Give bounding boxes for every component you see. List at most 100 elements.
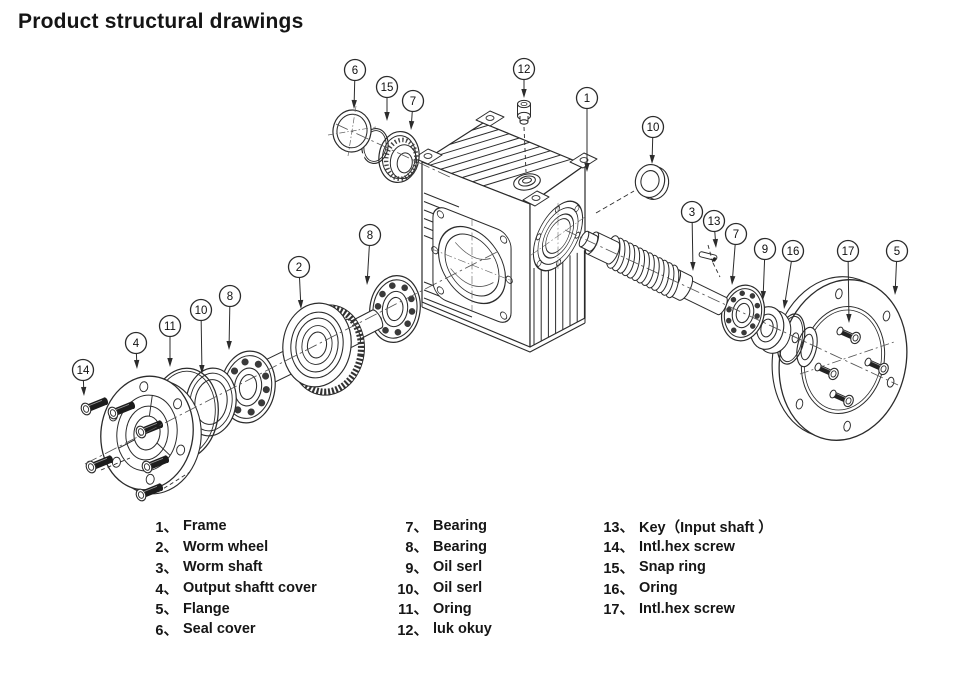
legend-item: 9、 Oil serl (394, 557, 492, 578)
legend-item-number: 12、 (397, 622, 428, 639)
legend-item-name: Oring (639, 580, 678, 597)
legend-item: 10、 Oil serl (394, 578, 492, 599)
callout-number: 17 (842, 246, 855, 258)
legend-item-name: Worm wheel (183, 538, 269, 555)
callout-number: 9 (762, 244, 768, 256)
callout-balloon (512, 57, 536, 81)
callout-balloon (124, 331, 148, 355)
legend-item: 16、 Oring (600, 578, 773, 599)
callout-worm-shaft: 3 (680, 200, 704, 271)
callout-number: 14 (77, 365, 90, 377)
legend-item: 2、 Worm wheel (144, 537, 317, 558)
legend-item-number: 8、 (405, 540, 428, 557)
legend-item: 6、Seal cover (144, 619, 317, 640)
callout-oil-seal-10-top: 10 (641, 115, 665, 164)
legend-item-number: 16、 (603, 581, 634, 598)
legend-item: 4、 Output shaftt cover (144, 578, 317, 599)
part-hex-screw-17 (836, 326, 861, 345)
legend-item-name: Seal cover (183, 621, 256, 638)
legend-item-name: Oring (433, 600, 472, 617)
callout-number: 5 (894, 246, 900, 258)
part-hex-screw-14 (135, 420, 164, 439)
part-hex-screw-14 (80, 397, 109, 416)
callout-key-13: 13 (702, 209, 726, 248)
legend-item-name: Oil serl (433, 559, 483, 576)
legend-item-number: 9、 (405, 560, 428, 577)
part-flange (771, 276, 908, 441)
callout-snap-ring-15: 15 (375, 75, 399, 121)
group-input-top (327, 105, 420, 184)
callout-balloon (218, 284, 242, 308)
callout-number: 2 (296, 262, 302, 274)
legend-item-name: Frame (183, 518, 227, 535)
part-worm-wheel (282, 302, 365, 396)
part-oil-plug-12 (516, 99, 532, 125)
legend-item: 1、Frame (144, 516, 317, 537)
callout-number: 15 (381, 82, 394, 94)
legend-item: 7、 Bearing (394, 516, 492, 537)
callout-balloon (158, 314, 182, 338)
legend-item: 17、Intl.hex screw (600, 598, 773, 619)
callout-oring-16: 16 (781, 239, 805, 309)
callout-balloon (702, 209, 726, 233)
legend-item-name: Intl.hex screw (639, 538, 735, 555)
legend-column-2: 7、 Bearing 8、 Bearing 9、 Oil serl 10、 Oil se… (394, 516, 492, 640)
callout-hex-screw-14: 14 (71, 358, 95, 396)
part-oil-seal-10-top (634, 164, 670, 201)
callout-number: 8 (227, 291, 233, 303)
legend-item: 13、Key（Input shaft ） (600, 516, 773, 537)
page-title: Product structural drawings (18, 10, 304, 33)
callout-number: 16 (787, 246, 800, 258)
callout-oring-11: 11 (158, 314, 182, 367)
callout-number: 1 (584, 93, 590, 105)
legend-item-name: Snap ring (639, 559, 706, 576)
legend-item-name: Key（Input shaft ） (639, 519, 773, 536)
callout-balloon (71, 358, 95, 382)
legend-item: 11、Oring (394, 598, 492, 619)
legend-item-number: 5、 (155, 602, 178, 619)
callout-number: 6 (352, 65, 358, 77)
legend-column-1: 1、Frame 2、 Worm wheel 3、Worm shaft 4、 Outp… (144, 516, 317, 640)
callout-balloon (753, 237, 777, 261)
callout-balloon (575, 86, 599, 110)
part-hex-screw-14 (141, 455, 170, 474)
callout-balloon (343, 58, 367, 82)
legend-item: 5、Flange (144, 598, 317, 619)
callout-output-shaft-cover: 4 (124, 331, 148, 369)
legend-item-name: Output shaftt cover (183, 580, 317, 597)
callout-bearing-8-right: 8 (358, 223, 382, 285)
callout-balloon (401, 89, 425, 113)
legend-item-number: 17、 (603, 602, 634, 619)
legend-item-name: Bearing (433, 518, 487, 535)
legend-item-number: 4、 (155, 581, 178, 598)
legend-item-number: 7、 (405, 519, 428, 536)
part-bearing-8-right (369, 275, 421, 343)
callout-frame: 1 (575, 86, 599, 172)
part-hex-screw-17 (829, 389, 854, 408)
legend-item-name: Oil serl (433, 580, 483, 597)
group-center-axes (84, 123, 899, 465)
legend-item-number: 14、 (603, 540, 634, 557)
callout-number: 3 (689, 207, 695, 219)
legend-item: 3、Worm shaft (144, 557, 317, 578)
part-hex-screw-14 (85, 455, 114, 474)
callout-flange: 5 (885, 239, 909, 295)
callout-bearing-7-left: 7 (401, 89, 425, 130)
legend-item-name: Worm shaft (183, 559, 263, 576)
callout-seal-cover: 6 (343, 58, 367, 109)
legend-item: 14、 Intl.hex screw (600, 537, 773, 558)
legend-item-number: 15、 (603, 560, 634, 577)
part-frame-housing (413, 110, 598, 353)
callout-balloon (781, 239, 805, 263)
callout-worm-wheel: 2 (287, 255, 311, 309)
legend-item-number: 2、 (155, 540, 178, 557)
callout-number: 11 (164, 321, 176, 333)
callout-balloon (724, 222, 748, 246)
callout-balloon (189, 298, 213, 322)
callout-balloon (680, 200, 704, 224)
legend-column-3: 13、Key（Input shaft ） 14、 Intl.hex screw 1… (600, 516, 773, 619)
legend-item-number: 10、 (397, 581, 428, 598)
legend-item: 15、 Snap ring (600, 557, 773, 578)
